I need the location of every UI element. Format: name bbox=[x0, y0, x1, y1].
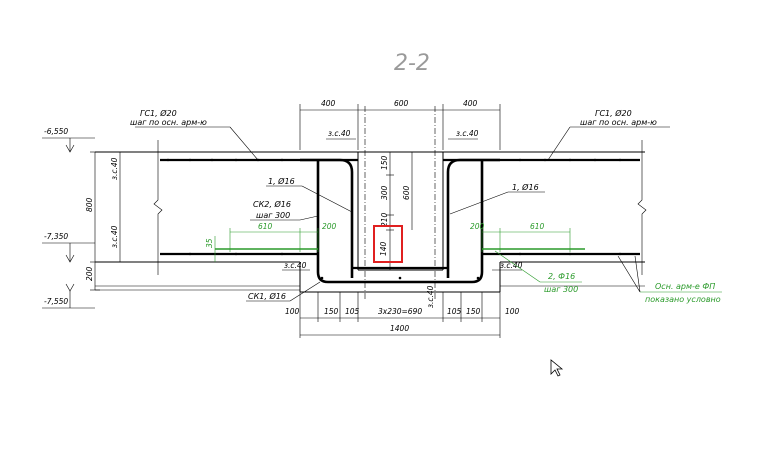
cover-top-left: з.с.40 bbox=[328, 129, 351, 138]
dim-green-200-right: 200 bbox=[470, 222, 485, 231]
callout-sk1: СК1, Ø16 bbox=[246, 281, 321, 302]
concrete-outline bbox=[95, 151, 645, 293]
svg-text:СК2, Ø16: СК2, Ø16 bbox=[253, 199, 291, 209]
dim-green-610-left: 610 bbox=[258, 222, 273, 231]
callout-sk2: СК2, Ø16 шаг 300 bbox=[250, 199, 319, 221]
svg-text:ГС1, Ø20: ГС1, Ø20 bbox=[595, 108, 632, 118]
dim-total: 1400 bbox=[390, 324, 409, 333]
dim-v-600: 600 bbox=[402, 185, 411, 200]
dim-bot-105-left: 105 bbox=[345, 307, 360, 316]
cover-bottom-left: з.с.40 bbox=[284, 261, 307, 270]
left-dimensions: 800 200 з.с.40 з.с.40 bbox=[85, 151, 121, 291]
dim-v-300: 300 bbox=[380, 185, 389, 200]
callout-bar2: 2, Ф16 шаг 300 bbox=[494, 250, 582, 294]
dim-bot-105-right: 105 bbox=[447, 307, 462, 316]
stirrup-sk1 bbox=[316, 160, 484, 284]
callout-gs1-left: ГС1, Ø20 шаг по осн. арм-ю bbox=[130, 108, 259, 161]
svg-text:ГС1, Ø20: ГС1, Ø20 bbox=[140, 108, 177, 118]
dim-bot-center: 3x230=690 bbox=[378, 307, 422, 316]
bar-1-left bbox=[300, 158, 354, 278]
svg-text:1, Ø16: 1, Ø16 bbox=[268, 176, 295, 186]
level-mid: -7,350 bbox=[44, 232, 68, 241]
cover-bottom-center: з.с.40 bbox=[426, 285, 435, 308]
callout-main-fp: Осн. арм-е ФП показано условно bbox=[617, 255, 722, 304]
svg-text:показано условно: показано условно bbox=[645, 295, 721, 304]
section-title: 2-2 bbox=[394, 51, 430, 76]
cover-bottom-right: з.с.40 bbox=[500, 261, 523, 270]
dim-bot-100-left: 100 bbox=[285, 307, 300, 316]
level-marks: -6,550 -7,350 -7,550 bbox=[42, 127, 95, 309]
dim-bot-150-right: 150 bbox=[466, 307, 481, 316]
green-dimensions: 610 200 200 610 35 bbox=[205, 222, 571, 262]
dim-green-610-right: 610 bbox=[530, 222, 545, 231]
break-line-right bbox=[637, 140, 647, 275]
dim-bot-100-right: 100 bbox=[505, 307, 520, 316]
svg-text:шаг по осн. арм-ю: шаг по осн. арм-ю bbox=[580, 118, 657, 127]
dim-top-1: 400 bbox=[321, 99, 336, 108]
callout-bar1-left: 1, Ø16 bbox=[266, 176, 353, 213]
callout-bar1-right: 1, Ø16 bbox=[449, 182, 545, 215]
dim-green-200-left: 200 bbox=[322, 222, 337, 231]
top-dimensions: 400 600 400 bbox=[299, 99, 501, 150]
dim-left-200: 200 bbox=[85, 266, 94, 281]
bottom-dimensions: 100 150 105 3x230=690 105 150 100 1400 bbox=[285, 292, 520, 338]
svg-text:СК1, Ø16: СК1, Ø16 bbox=[248, 291, 286, 301]
dim-top-3: 400 bbox=[463, 99, 478, 108]
inner-vertical-dimensions: 150 300 600 210 140 bbox=[379, 151, 413, 270]
dim-v-140: 140 bbox=[379, 241, 388, 256]
break-line-left bbox=[153, 140, 163, 275]
callout-gs1-right: ГС1, Ø20 шаг по осн. арм-ю bbox=[547, 108, 670, 161]
dim-v-150: 150 bbox=[380, 155, 389, 170]
cover-top-right: з.с.40 bbox=[456, 129, 479, 138]
cover-left-top: з.с.40 bbox=[110, 157, 119, 180]
svg-text:шаг 300: шаг 300 bbox=[256, 211, 290, 220]
dim-v-210: 210 bbox=[380, 212, 389, 227]
mouse-cursor-icon bbox=[550, 359, 564, 377]
svg-text:Осн. арм-е ФП: Осн. арм-е ФП bbox=[655, 282, 715, 291]
svg-text:шаг 300: шаг 300 bbox=[544, 285, 578, 294]
highlight-box bbox=[373, 225, 403, 263]
svg-text:1, Ø16: 1, Ø16 bbox=[512, 182, 539, 192]
dim-left-800: 800 bbox=[85, 197, 94, 212]
cover-left-bottom: з.с.40 bbox=[110, 225, 119, 248]
dim-green-35: 35 bbox=[205, 238, 214, 248]
level-top: -6,550 bbox=[44, 127, 68, 136]
svg-text:шаг по осн. арм-ю: шаг по осн. арм-ю bbox=[130, 118, 207, 127]
dim-bot-150-left: 150 bbox=[324, 307, 339, 316]
bar-1-right bbox=[446, 158, 500, 278]
level-bottom: -7,550 bbox=[44, 297, 68, 306]
dim-top-2: 600 bbox=[394, 99, 409, 108]
rebar-dots bbox=[166, 158, 622, 280]
svg-text:2, Ф16: 2, Ф16 bbox=[548, 272, 575, 281]
